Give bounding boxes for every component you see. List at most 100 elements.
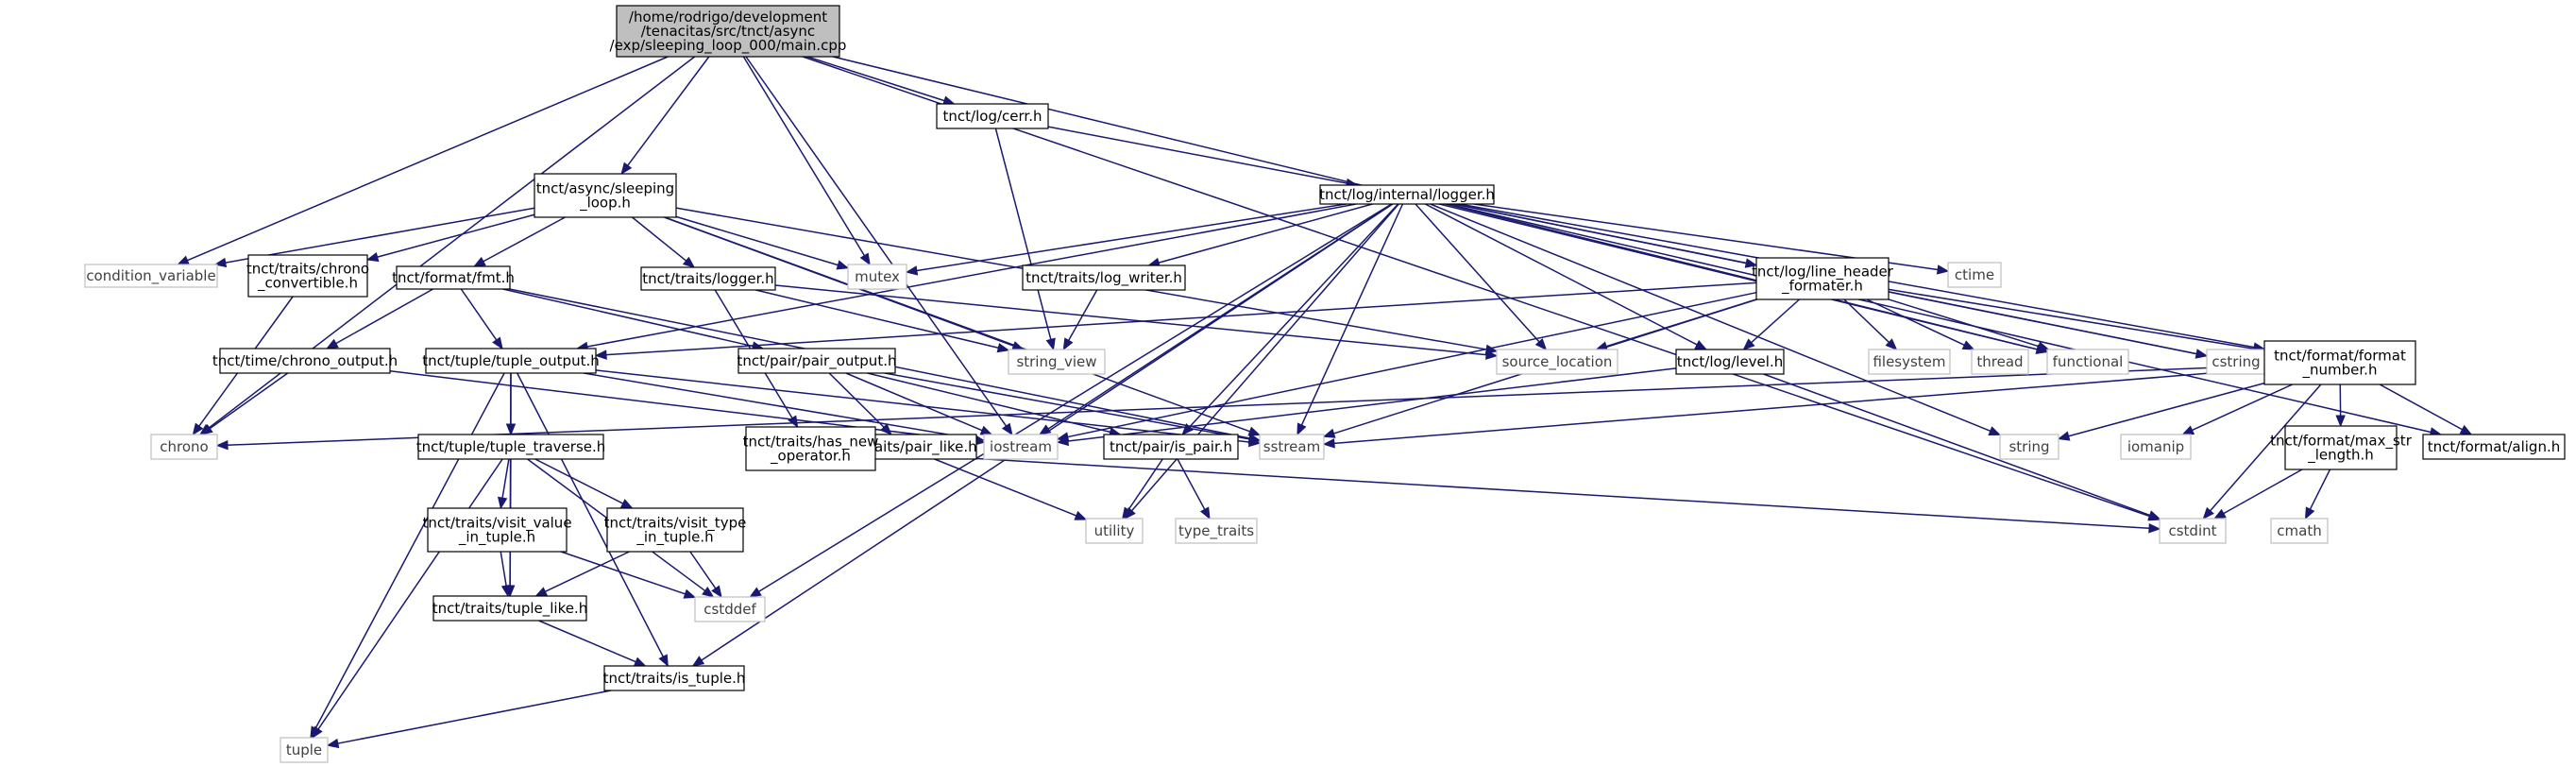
- edge-line: [1300, 203, 1404, 426]
- node-box: [1675, 349, 1785, 375]
- arrow-head: [836, 260, 850, 270]
- node-box: [84, 264, 218, 288]
- edge-line: [755, 289, 999, 349]
- arrow-head: [859, 252, 871, 266]
- node-traits-has-new-operator[interactable]: tnct/traits/has_new_operator.h: [743, 426, 879, 471]
- arrow-head: [500, 584, 512, 598]
- arrow-head: [312, 725, 323, 740]
- edge-line: [337, 690, 612, 744]
- edge-line: [1189, 203, 1399, 428]
- node-traits-visit-type-in-tuple[interactable]: tnct/traits/visit_type_in_tuple.h: [604, 507, 747, 553]
- edge-line: [517, 372, 664, 657]
- edge-line: [2223, 469, 2303, 515]
- node-traits-is-tuple[interactable]: tnct/traits/is_tuple.h: [603, 665, 746, 691]
- node-traits-logger[interactable]: tnct/traits/logger.h: [640, 266, 776, 291]
- node-label: _in_tuple.h: [636, 529, 713, 547]
- edge-time_chrono_output-to-chrono: [200, 372, 289, 435]
- node-cstdint: cstdint: [2159, 518, 2227, 544]
- node-box: [1085, 518, 1144, 544]
- edge-tuple_tuple_traverse-to-tuple: [312, 458, 503, 740]
- edge-line: [2379, 384, 2463, 431]
- arrow-head: [215, 439, 229, 451]
- edge-line: [1430, 203, 1991, 433]
- edge-traits_is_tuple-to-tuple: [326, 690, 612, 749]
- node-label: tnct/format/format: [2274, 348, 2406, 365]
- node-box: [616, 5, 840, 58]
- node-label: tnct/tuple/tuple_traverse.h: [416, 438, 606, 456]
- edge-async_sleeping_loop-to-mutex: [675, 215, 850, 270]
- node-box: [417, 434, 604, 460]
- node-traits-visit-value-in-tuple[interactable]: tnct/traits/visit_value_in_tuple.h: [422, 507, 572, 553]
- edge-log_internal_logger-to-string: [1430, 203, 2002, 435]
- node-format-align[interactable]: tnct/format/align.h: [2422, 434, 2566, 460]
- node-traits-chrono-convertible[interactable]: tnct/traits/chrono_convertible.h: [246, 254, 369, 298]
- arrow-head: [2036, 341, 2050, 351]
- node-format-max-str-length[interactable]: tnct/format/max_str_length.h: [2270, 425, 2413, 470]
- node-box: [1971, 349, 2029, 375]
- node-box: [1755, 257, 1890, 300]
- node-box: [1496, 349, 1618, 375]
- node-box: [936, 103, 1049, 129]
- arrow-head: [1742, 338, 1755, 350]
- node-box: [396, 265, 511, 290]
- node-format-format-number[interactable]: tnct/format/format_number.h: [2263, 340, 2416, 385]
- edge-log_cerr-to-string_view: [994, 128, 1056, 351]
- node-pair-pair-output[interactable]: tnct/pair/pair_output.h: [737, 348, 897, 374]
- arrow-head: [682, 256, 696, 268]
- arrow-head: [979, 425, 993, 435]
- node-async-sleeping-loop[interactable]: tnct/async/sleeping_loop.h: [534, 173, 677, 218]
- node-label: string: [2008, 438, 2049, 455]
- node-traits-log-writer[interactable]: tnct/traits/log_writer.h: [1022, 264, 1186, 291]
- edge-line: [1067, 367, 1677, 442]
- arrow-head: [905, 265, 919, 276]
- node-tuple: tuple: [280, 737, 329, 763]
- edge-line: [664, 216, 1250, 433]
- node-label: tnct/log/line_header: [1752, 264, 1894, 281]
- node-label: iostream: [990, 438, 1052, 455]
- node-label: utility: [1094, 522, 1135, 539]
- node-box: [2046, 349, 2129, 375]
- arrow-head: [1296, 422, 1307, 436]
- node-main[interactable]: /home/rodrigo/development/tenacitas/src/…: [610, 5, 847, 58]
- node-box: [1103, 434, 1239, 460]
- node-traits-tuple-like[interactable]: tnct/traits/tuple_like.h: [432, 595, 588, 622]
- edge-log_line_header_formater-to-tuple_tuple_output: [594, 281, 1757, 360]
- arrow-head: [1247, 434, 1262, 444]
- edge-log_internal_logger-to-cstddef: [749, 203, 1393, 598]
- arrow-head: [1056, 435, 1070, 447]
- edge-line: [1158, 203, 1373, 264]
- edge-format_format_number-to-string: [2057, 382, 2265, 441]
- node-pair-is-pair[interactable]: tnct/pair/is_pair.h: [1103, 434, 1239, 460]
- node-tuple-tuple-traverse[interactable]: tnct/tuple/tuple_traverse.h: [416, 434, 606, 460]
- node-label: source_location: [1502, 353, 1613, 371]
- node-tuple-tuple-output[interactable]: tnct/tuple/tuple_output.h: [422, 348, 600, 374]
- edge-log_internal_logger-to-format_align: [1447, 203, 2443, 437]
- edge-traits_pair_like-to-utility: [934, 458, 1088, 520]
- node-box: [1259, 434, 1325, 460]
- node-log-internal-logger[interactable]: tnct/log/internal/logger.h: [1319, 184, 1495, 205]
- arrow-head: [619, 499, 634, 509]
- arrow-head: [1936, 264, 1950, 275]
- edge-line: [500, 551, 507, 587]
- node-label: thread: [1976, 353, 2023, 370]
- node-thread: thread: [1971, 349, 2029, 375]
- node-format-fmt[interactable]: tnct/format/fmt.h: [392, 265, 515, 290]
- node-log-line-header-formater[interactable]: tnct/log/line_header_formater.h: [1752, 257, 1894, 300]
- edge-line: [1888, 288, 2255, 349]
- node-log-cerr[interactable]: tnct/log/cerr.h: [936, 103, 1049, 129]
- edge-line: [2192, 384, 2293, 432]
- edge-line: [1068, 289, 1098, 341]
- node-box: [1175, 518, 1258, 544]
- node-time-chrono-output[interactable]: tnct/time/chrono_output.h: [212, 348, 398, 374]
- node-log-level[interactable]: tnct/log/level.h: [1675, 349, 1785, 375]
- edge-async_sleeping_loop-to-traits_chrono_convertible: [365, 213, 535, 263]
- edge-main-to-condition_variable: [177, 56, 669, 265]
- arrow-head: [2335, 415, 2346, 428]
- arrow-head: [683, 588, 697, 599]
- node-label: mutex: [855, 268, 900, 285]
- node-sstream: sstream: [1259, 434, 1325, 460]
- arrow-head: [1322, 428, 1336, 438]
- edge-log_cerr-to-log_internal_logger: [1047, 126, 1359, 189]
- node-box: [1999, 434, 2059, 460]
- edge-line: [701, 203, 1394, 661]
